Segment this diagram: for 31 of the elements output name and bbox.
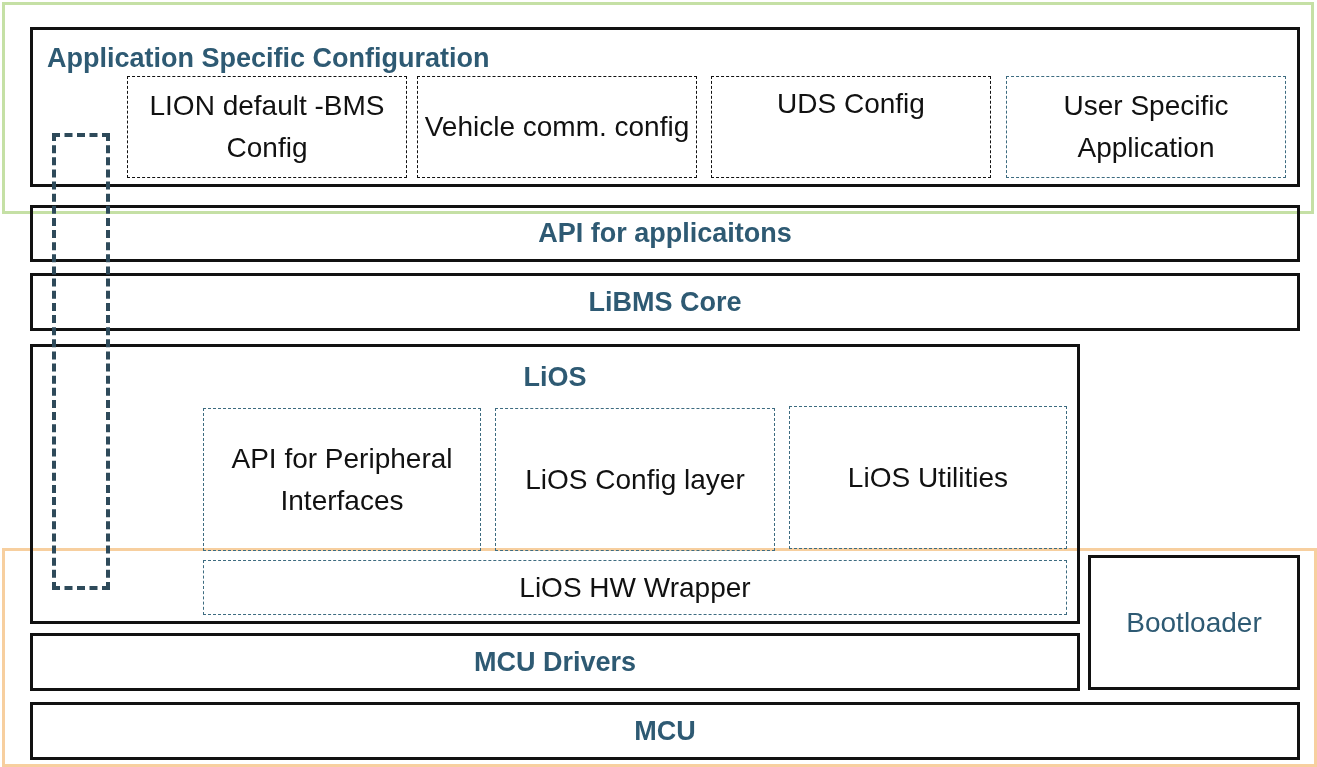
layer-box	[30, 27, 1300, 187]
module-label: LiOS Utilities	[847, 460, 1009, 495]
module-label: Vehicle comm. config	[424, 110, 690, 144]
module-box	[203, 408, 481, 551]
module-label: LION default -BMS Config	[148, 89, 386, 165]
config-box	[417, 76, 697, 178]
layer-box	[30, 344, 1080, 624]
module-box	[1006, 76, 1286, 178]
module-box	[495, 408, 775, 551]
layer-box	[30, 702, 1300, 760]
module-label: UDS Config	[777, 87, 925, 121]
module-box	[203, 560, 1067, 615]
module-label: LiOS Config layer	[525, 462, 745, 497]
module-label: LiOS HW Wrapper	[519, 570, 751, 605]
layer-title: LiOS	[523, 361, 587, 394]
module-label: User Specific Application	[1062, 89, 1230, 165]
module-label: Bootloader	[1126, 605, 1262, 640]
layer-box	[30, 633, 1080, 691]
layer-title: LiBMS Core	[588, 285, 742, 319]
layer-title: API for applicaitons	[538, 217, 792, 251]
layer-box	[1088, 555, 1300, 690]
module-box	[789, 406, 1067, 549]
layer-title: MCU Drivers	[473, 645, 637, 679]
config-box	[127, 76, 407, 178]
layer-title: Application Specific Configuration	[47, 42, 490, 75]
layer-title: MCU	[634, 714, 696, 748]
module-label: API for Peripheral Interfaces	[230, 441, 454, 518]
layer-box	[30, 205, 1300, 262]
layer-box	[30, 273, 1300, 331]
config-box	[711, 76, 991, 178]
dashed-box	[52, 133, 110, 590]
